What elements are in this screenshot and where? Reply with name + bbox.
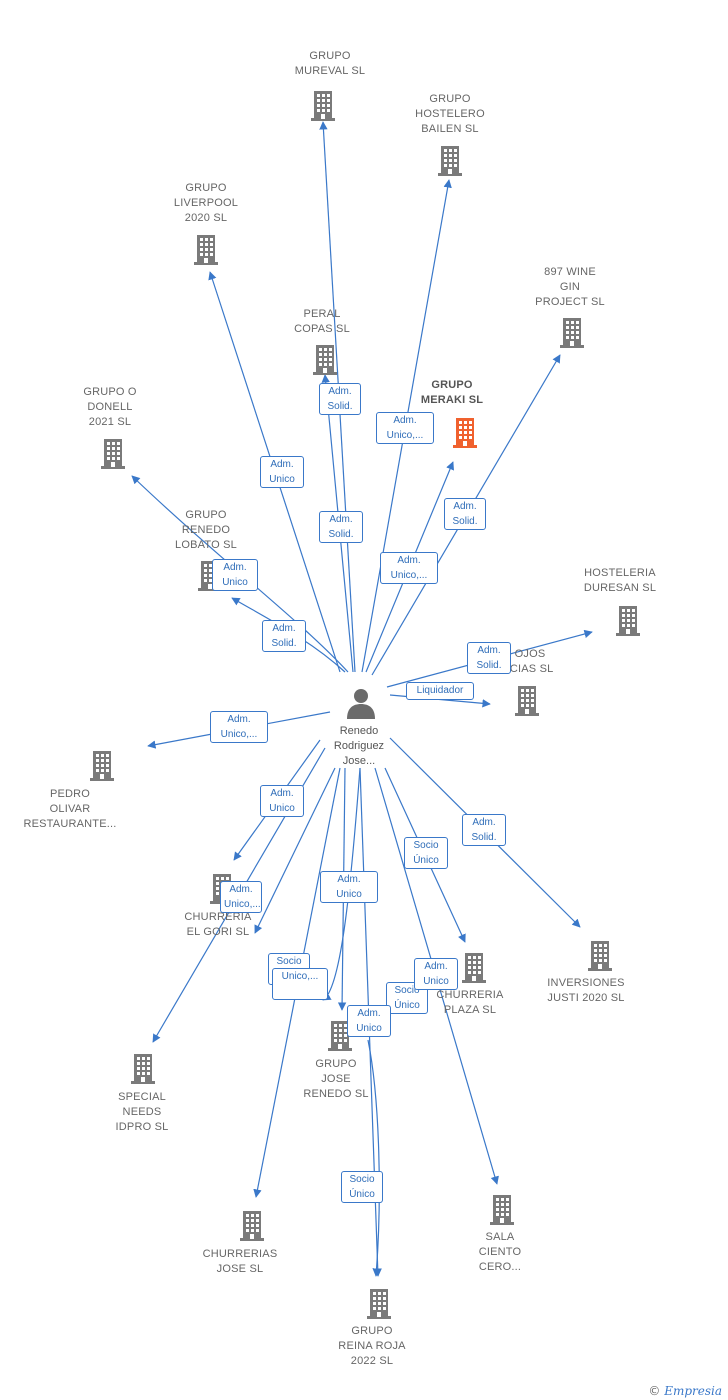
- edge-line: [254, 767, 336, 934]
- relation-badge[interactable]: Adm. Unico: [260, 785, 304, 817]
- building-icon[interactable]: [515, 686, 539, 716]
- building-icon[interactable]: [194, 235, 218, 265]
- building-icon[interactable]: [560, 318, 584, 348]
- person-icon: [347, 689, 375, 719]
- person-name: Renedo Rodriguez Jose...: [333, 725, 385, 767]
- relation-badge[interactable]: Adm. Solid.: [319, 511, 363, 543]
- company-label-renedo_lobato[interactable]: GRUPO RENEDO LOBATO SL: [175, 509, 237, 551]
- company-label-special[interactable]: SPECIAL NEEDS IDPRO SL: [115, 1091, 169, 1133]
- relation-badge[interactable]: Adm. Solid.: [444, 498, 486, 530]
- relation-badge[interactable]: Adm. Unico,...: [380, 552, 438, 584]
- relation-badge[interactable]: Adm. Unico,...: [376, 412, 434, 444]
- company-label-reina[interactable]: GRUPO REINA ROJA 2022 SL: [338, 1325, 406, 1367]
- building-icon[interactable]: [367, 1289, 391, 1319]
- building-icon[interactable]: [438, 146, 462, 176]
- building-icon[interactable]: [90, 751, 114, 781]
- relation-badge[interactable]: Adm. Unico: [260, 456, 304, 488]
- building-icon[interactable]: [101, 439, 125, 469]
- company-label-odonell[interactable]: GRUPO O DONELL 2021 SL: [83, 386, 137, 428]
- relation-badge[interactable]: Adm. Unico: [320, 871, 378, 903]
- company-label-sala[interactable]: SALA CIENTO CERO...: [478, 1231, 522, 1273]
- company-label-meraki[interactable]: GRUPO MERAKI SL: [420, 379, 484, 406]
- relation-badge[interactable]: Adm. Unico: [347, 1005, 391, 1037]
- company-label-peral[interactable]: PERAL COPAS SL: [294, 308, 350, 335]
- relation-badge[interactable]: Adm. Unico,...: [210, 711, 268, 743]
- company-label-pedro[interactable]: PEDRO OLIVAR RESTAURANTE...: [23, 788, 117, 830]
- brand-name: Empresia: [664, 1384, 722, 1398]
- footer-brand[interactable]: © Empresia: [648, 1384, 722, 1398]
- company-label-duresan[interactable]: HOSTELERIA DURESAN SL: [583, 567, 657, 594]
- company-label-inversiones[interactable]: INVERSIONES JUSTI 2020 SL: [547, 977, 625, 1004]
- building-icon[interactable]: [131, 1054, 155, 1084]
- copyright-symbol: ©: [648, 1384, 661, 1398]
- relation-badge[interactable]: Liquidador: [406, 682, 474, 700]
- relation-badge[interactable]: Adm. Solid.: [462, 814, 506, 846]
- relation-badge[interactable]: Adm. Unico: [212, 559, 258, 591]
- building-icon[interactable]: [490, 1195, 514, 1225]
- company-label-jose_renedo[interactable]: GRUPO JOSE RENEDO SL: [303, 1058, 369, 1100]
- relation-badge[interactable]: Socio Único: [341, 1171, 383, 1203]
- building-icon[interactable]: [588, 941, 612, 971]
- relation-badge[interactable]: Unico,...: [272, 968, 328, 1000]
- building-icon[interactable]: [240, 1211, 264, 1241]
- company-label-ojos[interactable]: OJOS ICIAS SL: [506, 648, 554, 675]
- relation-badge[interactable]: Adm. Unico,...: [220, 881, 262, 913]
- relation-badge[interactable]: Socio Único: [404, 837, 448, 869]
- building-icon[interactable]: [453, 418, 477, 448]
- building-icon[interactable]: [311, 91, 335, 121]
- company-label-mureval[interactable]: GRUPO MUREVAL SL: [294, 50, 366, 77]
- relation-badge[interactable]: Adm. Solid.: [262, 620, 306, 652]
- company-label-hostelero[interactable]: GRUPO HOSTELERO BAILEN SL: [415, 93, 485, 135]
- building-icon[interactable]: [462, 953, 486, 983]
- company-label-churrerias_jose[interactable]: CHURRERIAS JOSE SL: [202, 1248, 278, 1275]
- edge-curve: [322, 767, 361, 1001]
- relation-badge[interactable]: Adm. Solid.: [319, 383, 361, 415]
- company-label-897[interactable]: 897 WINE GIN PROJECT SL: [535, 266, 605, 308]
- building-icon[interactable]: [313, 345, 337, 375]
- edge-curve: [367, 1039, 381, 1277]
- company-label-gori[interactable]: CHURRERIA EL GORI SL: [184, 911, 252, 938]
- company-label-plaza[interactable]: CHURRERIA PLAZA SL: [436, 989, 504, 1016]
- relation-badge[interactable]: Adm. Unico: [414, 958, 458, 990]
- relation-badge[interactable]: Adm. Solid.: [467, 642, 511, 674]
- company-label-liverpool[interactable]: GRUPO LIVERPOOL 2020 SL: [173, 182, 239, 224]
- building-icon[interactable]: [616, 606, 640, 636]
